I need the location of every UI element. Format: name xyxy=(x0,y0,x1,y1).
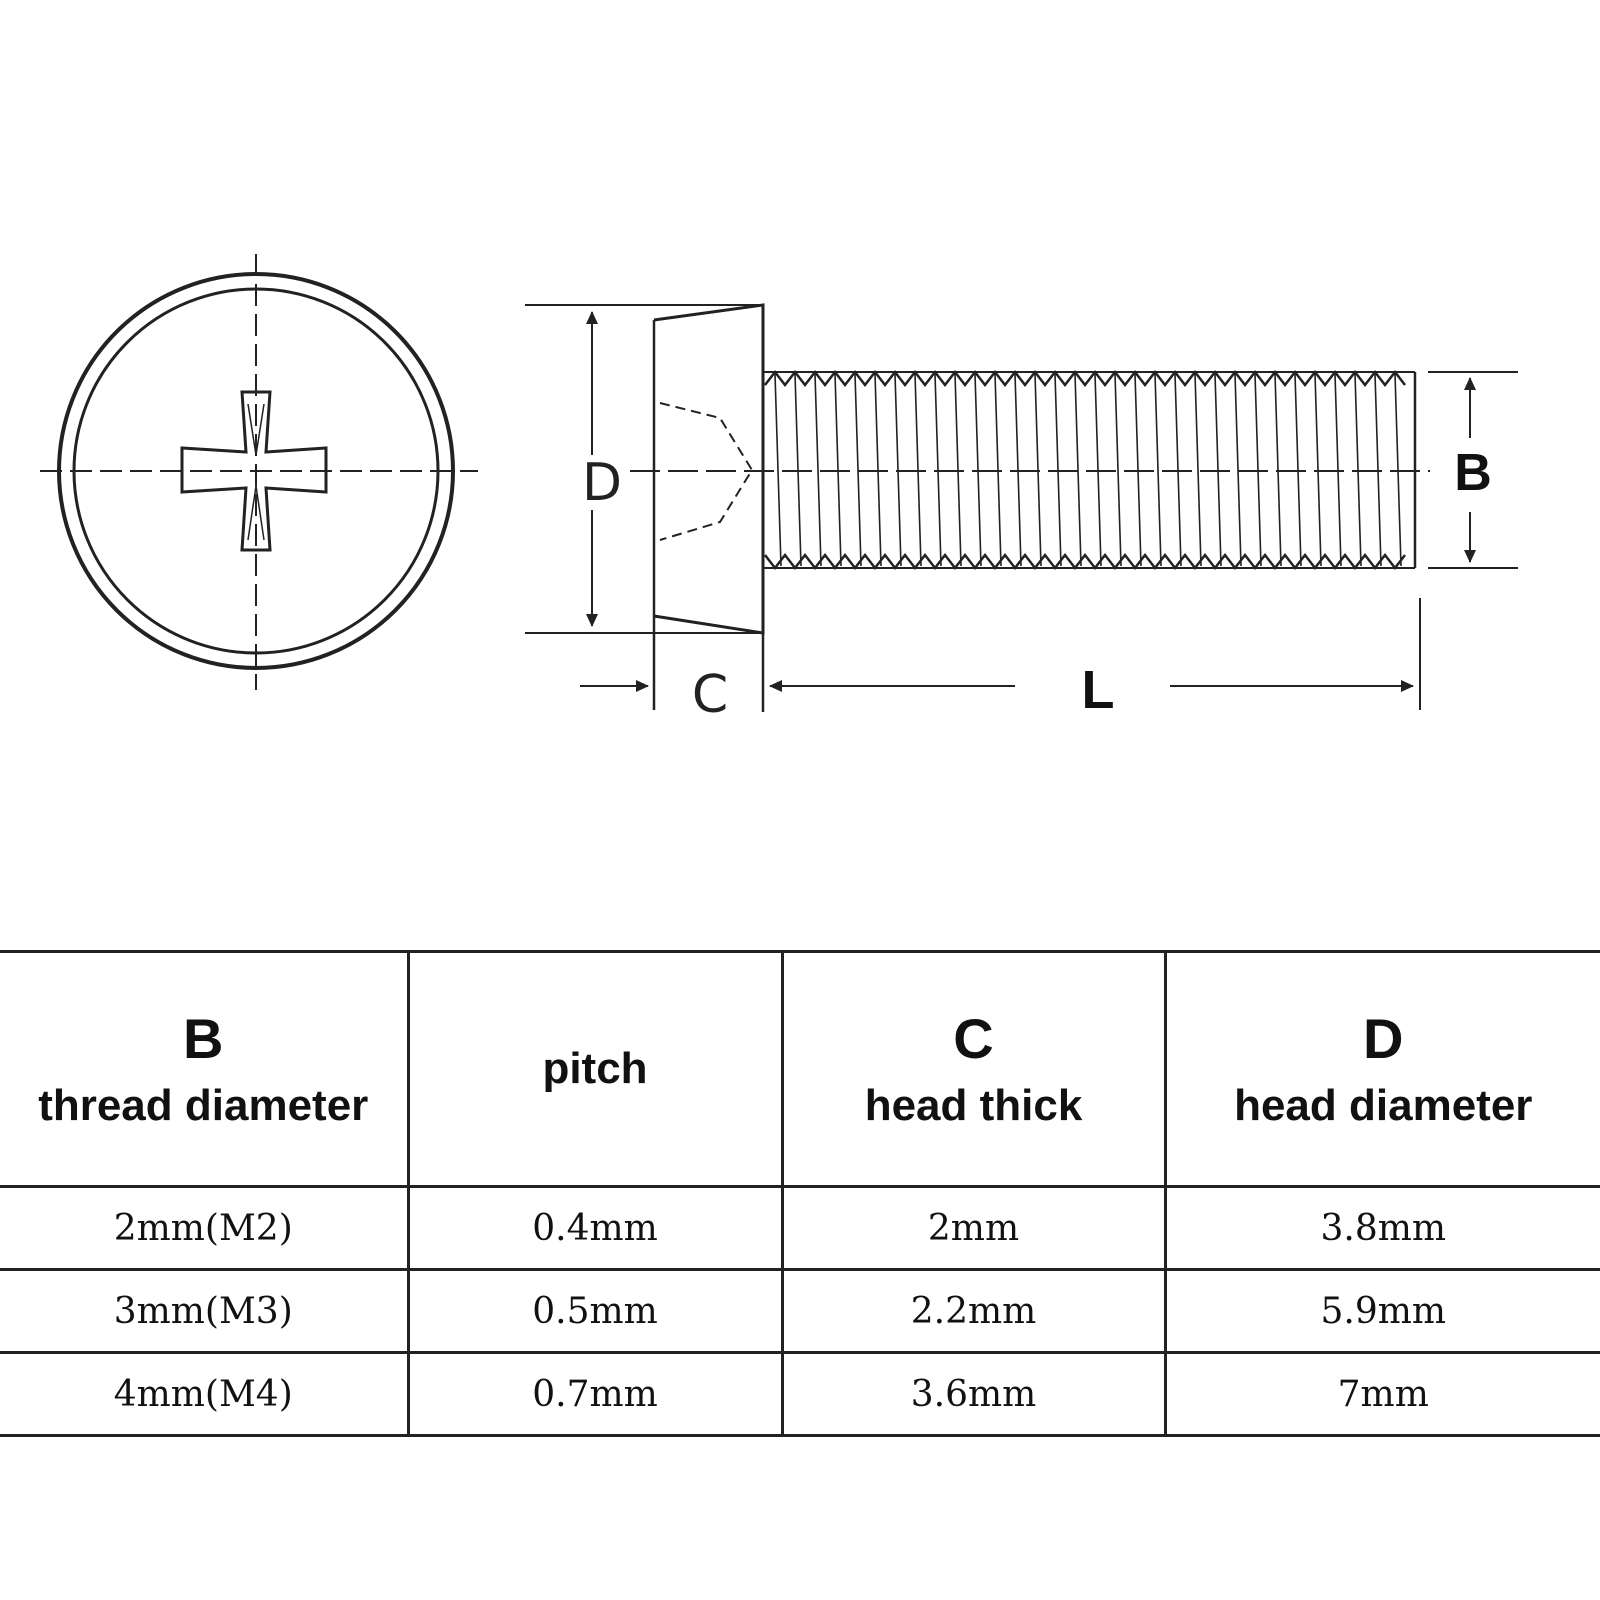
thread-line xyxy=(1194,373,1202,567)
phillips-recess-icon xyxy=(180,390,328,552)
table-cell: 3.6mm xyxy=(780,1352,1165,1437)
header-name: head thick xyxy=(864,1080,1083,1130)
table-cell: 5.9mm xyxy=(1163,1269,1600,1354)
screw-side-view xyxy=(630,303,1430,712)
header-thread-diameter: B thread diameter xyxy=(0,952,408,1187)
header-head-thick: C head thick xyxy=(780,951,1165,1187)
table-cell: 2mm xyxy=(780,1186,1165,1271)
table-cell: 0.5mm xyxy=(406,1269,782,1354)
table-cell: 4mm(M4) xyxy=(0,1352,408,1437)
table-header-row: B thread diameter pitch C head thick D h… xyxy=(0,951,1600,1187)
header-name: pitch xyxy=(542,1043,648,1093)
table-cell: 7mm xyxy=(1163,1352,1600,1437)
header-head-diameter: D head diameter xyxy=(1163,951,1600,1187)
table-cell: 2mm(M2) xyxy=(0,1186,408,1271)
header-letter: B xyxy=(183,1006,224,1070)
thread-line xyxy=(814,373,822,567)
table-cell: 0.4mm xyxy=(406,1186,782,1271)
header-name: head diameter xyxy=(1234,1080,1533,1130)
header-letter: C xyxy=(953,1006,994,1070)
thread-line xyxy=(1114,373,1122,567)
dimension-label-c: C xyxy=(692,665,728,725)
thread-line xyxy=(774,373,782,567)
screw-head-top-view xyxy=(40,254,478,690)
table-cell: 3mm(M3) xyxy=(0,1269,408,1354)
header-letter: D xyxy=(1363,1006,1404,1070)
table-row: 4mm(M4) 0.7mm 3.6mm 7mm xyxy=(0,1352,1600,1437)
table-cell: 2.2mm xyxy=(780,1269,1165,1354)
table-cell: 3.8mm xyxy=(1163,1186,1600,1271)
table-cell: 0.7mm xyxy=(406,1352,782,1437)
screw-dimension-drawing: D B C L xyxy=(40,254,1518,725)
dimension-label-d: D xyxy=(582,453,622,513)
header-pitch: pitch xyxy=(406,951,782,1187)
dimension-lines xyxy=(525,304,1518,710)
thread-line xyxy=(1154,373,1162,567)
table-row: 3mm(M3) 0.5mm 2.2mm 5.9mm xyxy=(0,1269,1600,1354)
header-name: thread diameter xyxy=(38,1080,369,1130)
dimension-label-b: B xyxy=(1454,444,1492,502)
spec-table: B thread diameter pitch C head thick D h… xyxy=(0,950,1600,1437)
table-row: 2mm(M2) 0.4mm 2mm 3.8mm xyxy=(0,1186,1600,1271)
dimension-label-l: L xyxy=(1082,660,1115,720)
